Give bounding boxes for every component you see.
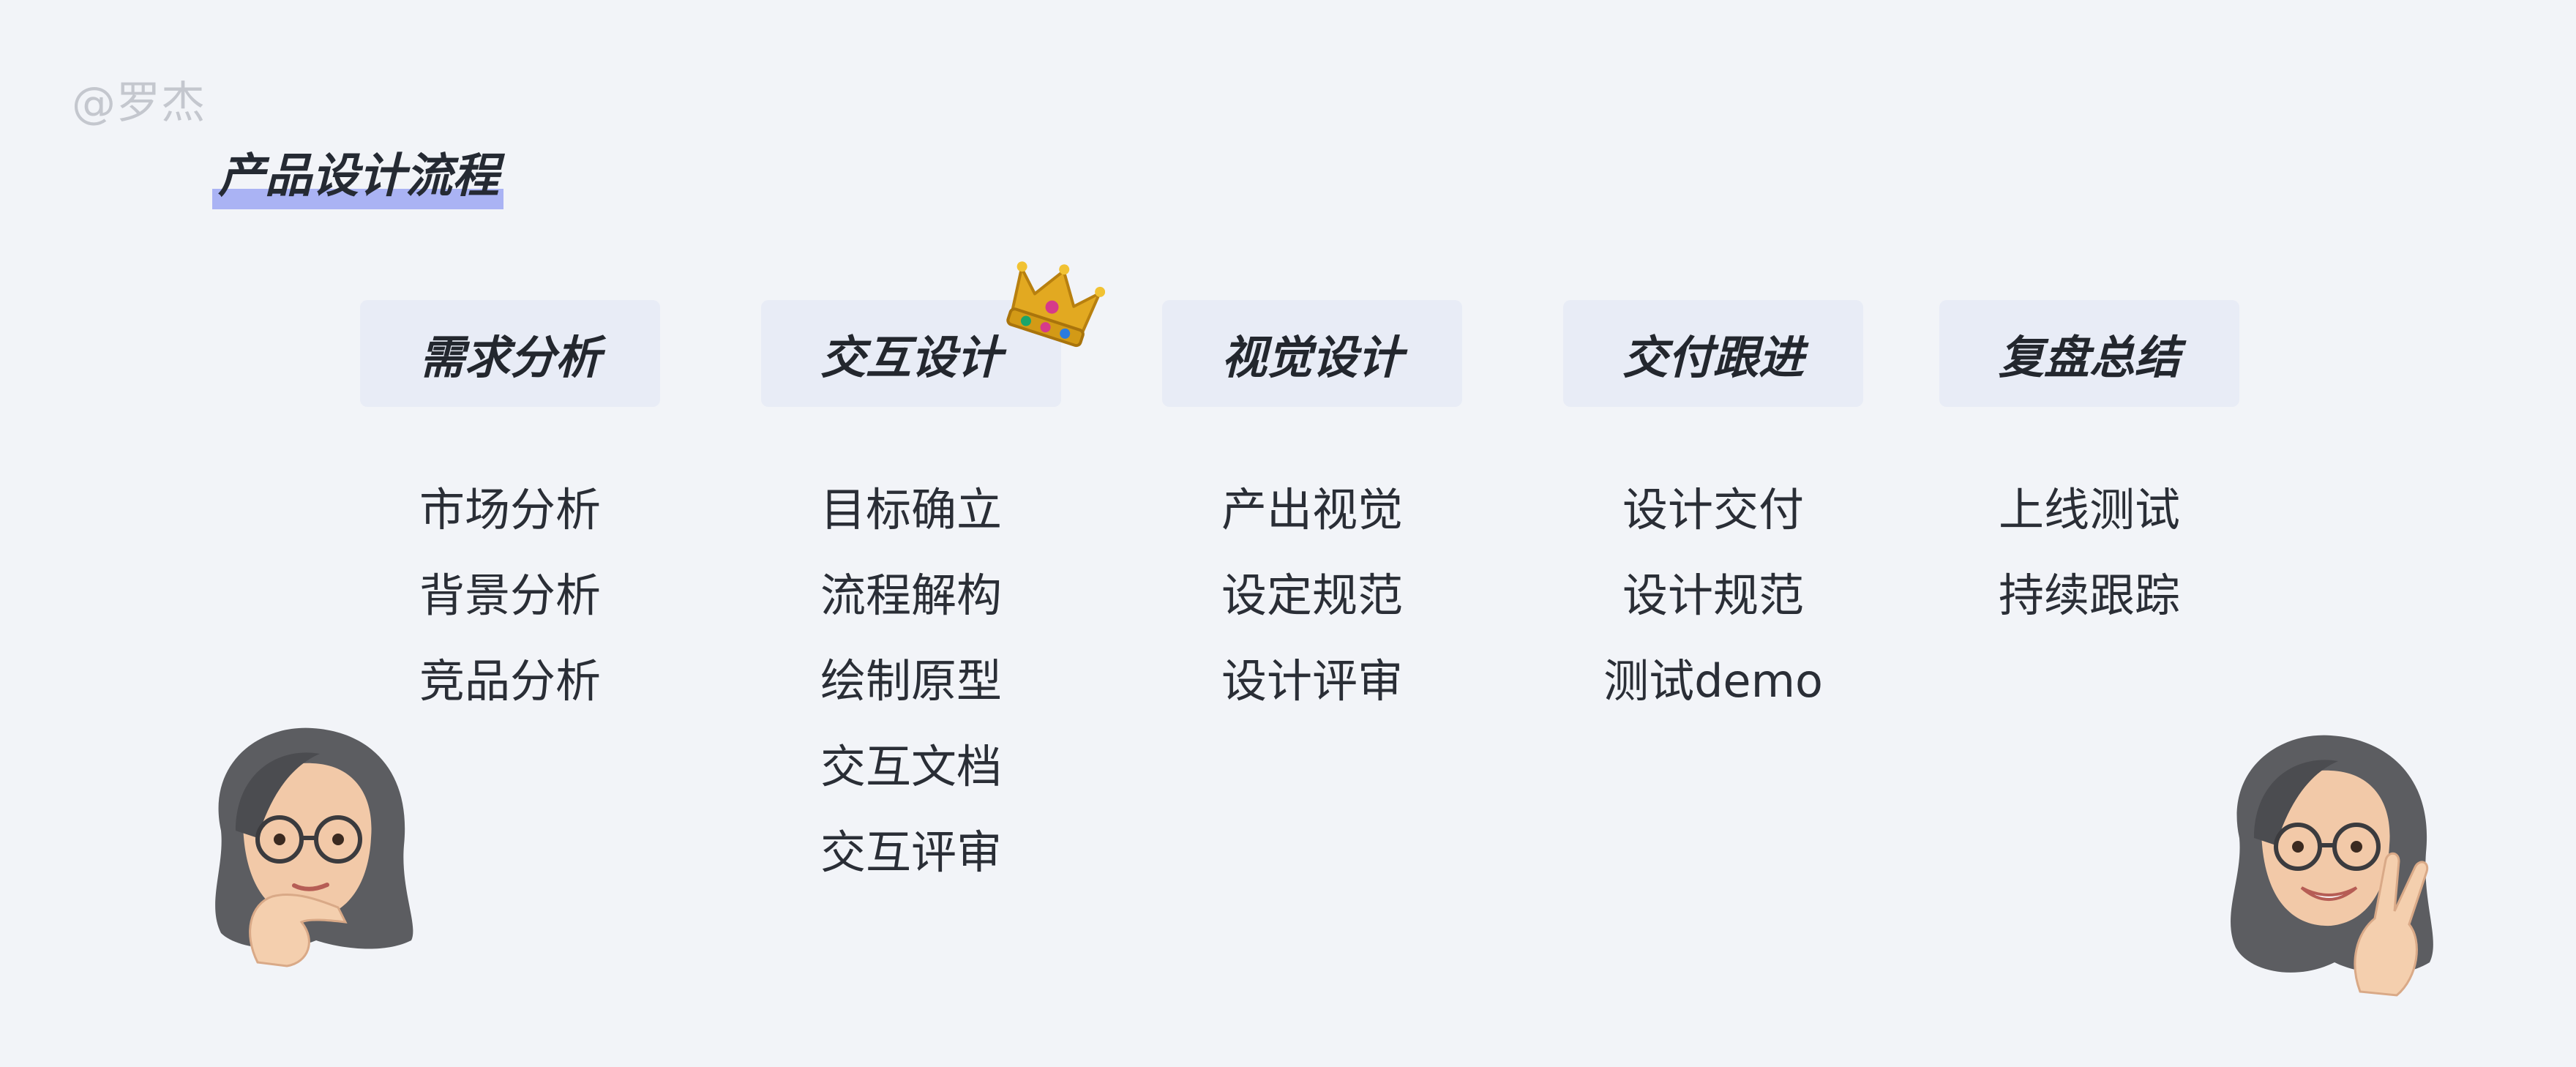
list-item: 绘制原型 bbox=[820, 654, 1002, 708]
list-item: 市场分析 bbox=[419, 483, 601, 536]
list-item: 竞品分析 bbox=[419, 654, 601, 708]
phase-item-list: 目标确立 流程解构 绘制原型 交互文档 交互评审 bbox=[761, 467, 1061, 895]
title-block: 产品设计流程 bbox=[212, 143, 503, 209]
page-title: 产品设计流程 bbox=[218, 149, 499, 203]
list-item: 交互文档 bbox=[820, 740, 1002, 793]
list-item: 目标确立 bbox=[820, 483, 1002, 536]
phase-header: 需求分析 bbox=[360, 300, 660, 407]
list-item: 测试demo bbox=[1603, 654, 1823, 708]
phase-item-list: 上线测试 持续跟踪 bbox=[1939, 467, 2239, 638]
phase-column-visual: 视觉设计 产出视觉 设定规范 设计评审 bbox=[1162, 300, 1462, 724]
thinking-avatar bbox=[215, 727, 413, 967]
list-item: 设计交付 bbox=[1622, 483, 1804, 536]
list-item: 产出视觉 bbox=[1221, 483, 1403, 536]
list-item: 背景分析 bbox=[419, 569, 601, 622]
phase-item-list: 产出视觉 设定规范 设计评审 bbox=[1162, 467, 1462, 724]
list-item: 设计规范 bbox=[1622, 569, 1804, 622]
phase-item-list: 市场分析 背景分析 竞品分析 bbox=[360, 467, 660, 724]
phase-column-review: 复盘总结 上线测试 持续跟踪 bbox=[1939, 300, 2239, 638]
list-item: 设定规范 bbox=[1221, 569, 1403, 622]
phase-header: 视觉设计 bbox=[1162, 300, 1462, 407]
peace-sign-avatar bbox=[2231, 735, 2433, 997]
phase-item-list: 设计交付 设计规范 测试demo bbox=[1563, 467, 1863, 724]
list-item: 上线测试 bbox=[1998, 483, 2180, 536]
phase-column-requirements: 需求分析 市场分析 背景分析 竞品分析 bbox=[360, 300, 660, 724]
list-item: 设计评审 bbox=[1221, 654, 1403, 708]
author-watermark: @罗杰 bbox=[72, 78, 206, 129]
crown-icon bbox=[1006, 261, 1105, 348]
title-highlight bbox=[212, 189, 503, 209]
phase-column-interaction: 交互设计 目标确立 流程解构 绘制原型 交互文档 交互评审 bbox=[761, 300, 1061, 895]
list-item: 持续跟踪 bbox=[1998, 569, 2180, 622]
phase-column-delivery: 交付跟进 设计交付 设计规范 测试demo bbox=[1563, 300, 1863, 724]
list-item: 交互评审 bbox=[820, 825, 1002, 879]
list-item: 流程解构 bbox=[820, 569, 1002, 622]
phase-header: 交付跟进 bbox=[1563, 300, 1863, 407]
phase-header: 复盘总结 bbox=[1939, 300, 2239, 407]
